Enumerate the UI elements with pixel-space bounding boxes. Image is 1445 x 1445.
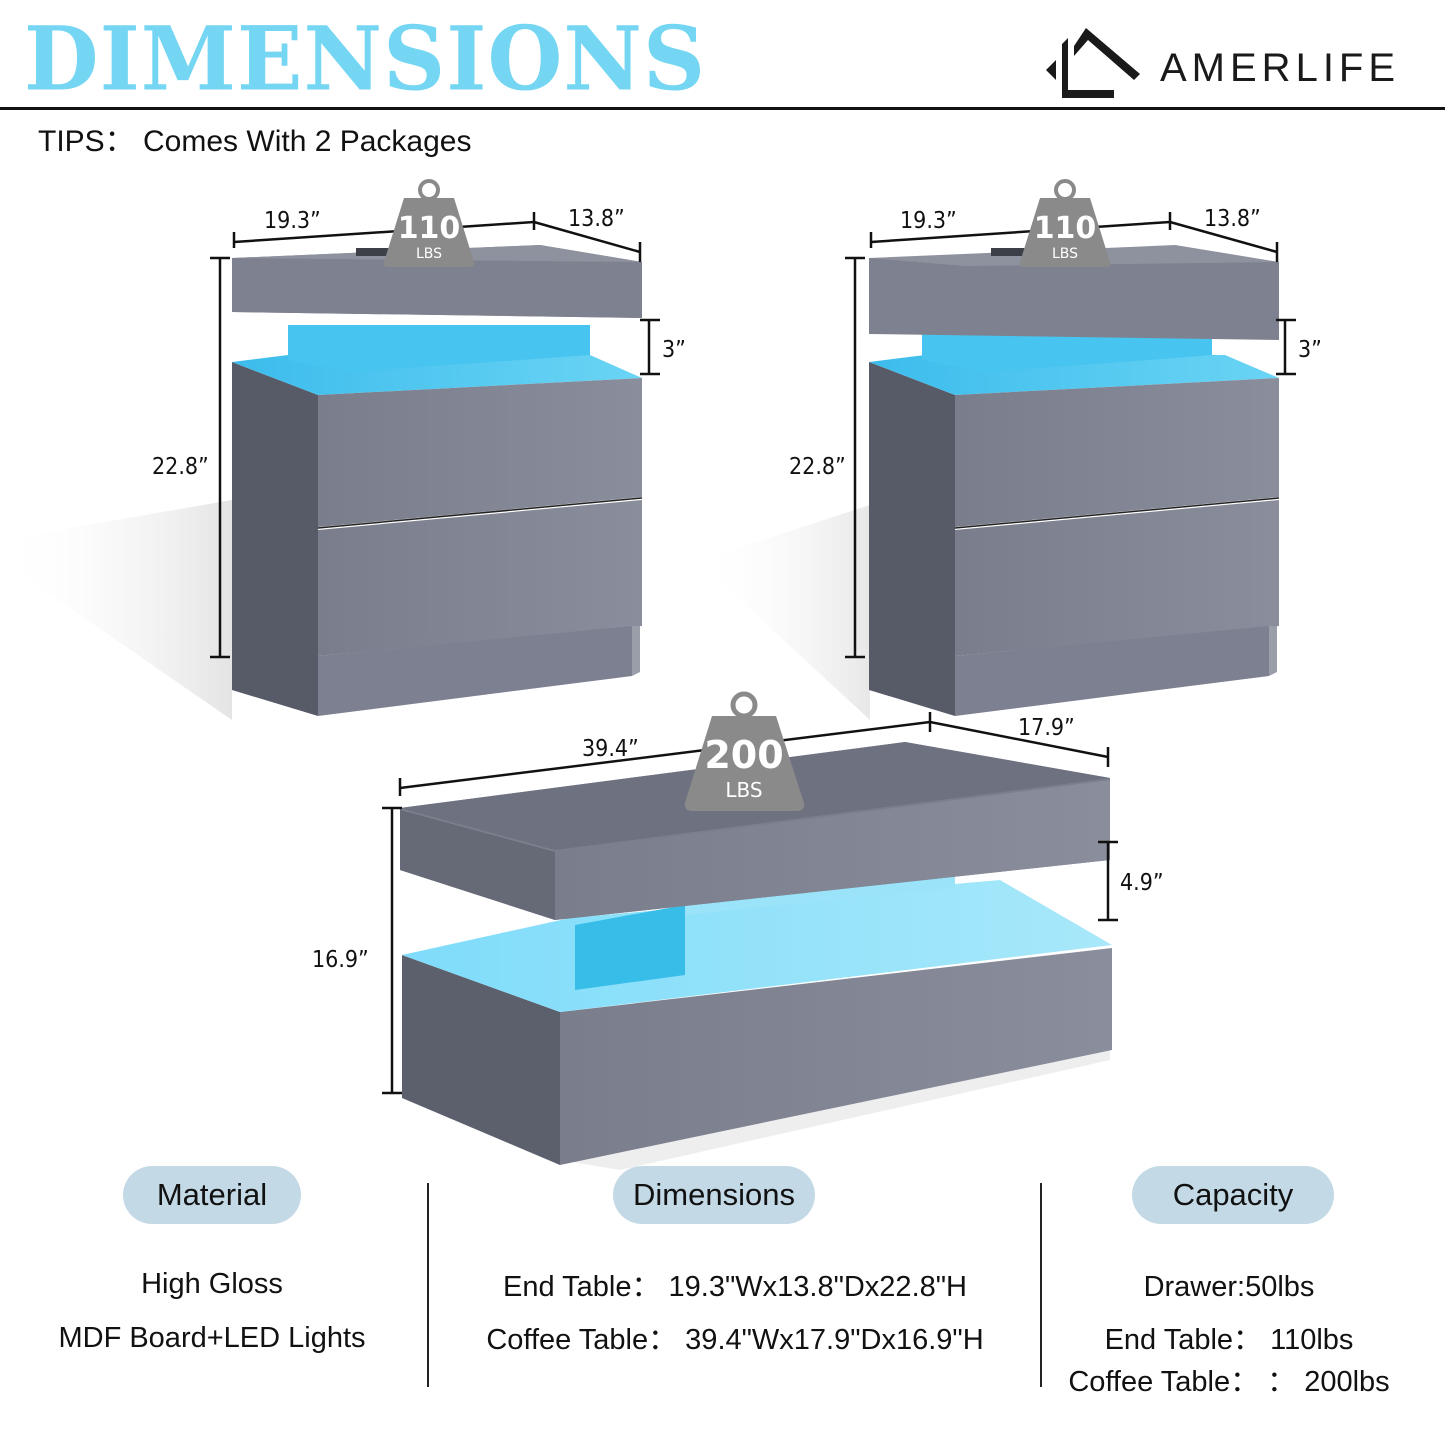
floor-shadow	[700, 505, 870, 720]
floor-shadow	[560, 1050, 1110, 1170]
dimensions-section: Dimensions	[613, 1166, 815, 1224]
left-width-label: 19.3”	[264, 208, 321, 234]
material-line-1: High Gloss	[141, 1268, 283, 1300]
left-height-label: 22.8”	[152, 454, 209, 480]
svg-text:LBS: LBS	[416, 246, 442, 262]
capacity-section: Capacity	[1132, 1166, 1334, 1224]
weight-ring-icon	[730, 691, 758, 719]
dimension-lines-coffee	[382, 712, 1118, 1095]
material-line-2: MDF Board+LED Lights	[58, 1322, 366, 1354]
capacity-line-3: Coffee Table： ： 200lbs	[1068, 1366, 1390, 1398]
weight-icon	[684, 716, 805, 811]
svg-text:110: 110	[398, 211, 461, 246]
brand-name: AMERLIFE	[1160, 46, 1401, 90]
end-table-left-illustration	[232, 245, 643, 716]
weight-icon	[383, 198, 475, 267]
weight-icon	[1019, 198, 1111, 267]
coffee-gap-label: 4.9”	[1120, 870, 1164, 896]
coffee-width-label: 39.4”	[582, 736, 639, 762]
brand-logo: AMERLIFE	[1044, 26, 1424, 98]
left-depth-label: 13.8”	[568, 206, 625, 232]
dimensions-pill: Dimensions	[613, 1166, 815, 1224]
right-gap-label: 3”	[1298, 337, 1322, 363]
weight-ring-icon	[1054, 179, 1076, 201]
dimensions-line-2: Coffee Table： 39.4"Wx17.9"Dx16.9"H	[486, 1324, 984, 1356]
header-divider	[0, 107, 1445, 110]
capacity-line-2: End Table： 110lbs	[1104, 1324, 1354, 1356]
svg-text:200: 200	[704, 733, 783, 777]
dimension-lines-left	[210, 212, 660, 659]
weight-badge-left: 110 LBS	[383, 179, 475, 267]
right-width-label: 19.3”	[900, 208, 957, 234]
svg-text:LBS: LBS	[1052, 246, 1078, 262]
svg-text:110: 110	[1034, 211, 1097, 246]
tips-text: TIPS： Comes With 2 Packages	[38, 125, 472, 158]
left-gap-label: 3”	[662, 337, 686, 363]
page-title: DIMENSIONS	[24, 7, 707, 111]
weight-ring-icon	[418, 179, 440, 201]
end-table-right-illustration	[869, 245, 1280, 716]
column-divider	[427, 1183, 429, 1387]
material-pill: Material	[123, 1166, 301, 1224]
capacity-line-1: Drawer:50lbs	[1143, 1271, 1315, 1303]
dimension-lines-right	[845, 212, 1296, 659]
right-depth-label: 13.8”	[1204, 206, 1261, 232]
coffee-height-label: 16.9”	[312, 947, 369, 973]
coffee-depth-label: 17.9”	[1018, 715, 1075, 741]
floor-shadow	[0, 500, 232, 720]
house-logo-icon	[1046, 28, 1140, 98]
svg-text:LBS: LBS	[725, 778, 762, 802]
weight-badge-right: 110 LBS	[1019, 179, 1111, 267]
right-height-label: 22.8”	[789, 454, 846, 480]
dimensions-line-1: End Table： 19.3"Wx13.8"Dx22.8"H	[503, 1271, 967, 1303]
material-section: Material	[123, 1166, 301, 1224]
capacity-pill: Capacity	[1132, 1166, 1334, 1224]
column-divider	[1040, 1183, 1042, 1387]
weight-badge-coffee: 200 LBS	[684, 691, 805, 811]
